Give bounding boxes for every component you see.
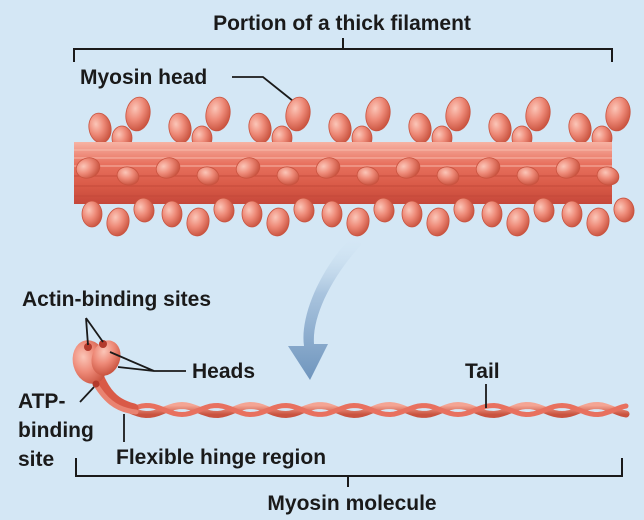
filament-head — [516, 166, 540, 186]
actin-binding-leader — [85, 317, 104, 346]
filament-head — [555, 157, 581, 179]
top-heads — [88, 96, 631, 151]
filament-head — [186, 207, 210, 237]
myosin-head-right — [91, 340, 121, 376]
filament-head — [81, 200, 103, 228]
hinge-neck — [95, 373, 139, 413]
filament-head — [568, 112, 592, 144]
filament-head — [475, 157, 501, 179]
filament-head — [315, 157, 341, 179]
atp-label-line2: binding — [18, 419, 94, 442]
filament-head — [285, 96, 311, 132]
filament-head — [613, 197, 635, 223]
title-bracket — [73, 38, 613, 62]
filament-head — [125, 96, 151, 132]
filament-head — [365, 96, 391, 132]
filament-head — [488, 112, 512, 144]
filament-head — [408, 112, 432, 144]
filament-head — [161, 200, 183, 228]
filament-head — [116, 166, 140, 186]
filament-head — [506, 207, 530, 237]
filament-head — [133, 197, 155, 223]
filament-head — [196, 166, 220, 186]
filament-head — [373, 197, 395, 223]
filament-head — [395, 157, 421, 179]
filament-head — [266, 207, 290, 237]
filament-head — [356, 166, 380, 186]
tail-label: Tail — [465, 360, 500, 383]
filament-head — [596, 166, 620, 186]
atp-leader — [79, 386, 95, 403]
filament-head — [241, 200, 263, 228]
filament-head — [586, 207, 610, 237]
heads-label: Heads — [192, 360, 255, 383]
molecule-bracket — [75, 458, 623, 487]
filament-head — [168, 112, 192, 144]
filament-head — [276, 166, 300, 186]
filament-head — [321, 200, 343, 228]
atp-binding-site-marker — [92, 380, 100, 388]
filament-head — [75, 157, 101, 179]
myosin-molecule-label: Myosin molecule — [267, 492, 436, 515]
filament-head — [235, 157, 261, 179]
filament-head — [453, 197, 475, 223]
filament-head — [346, 207, 370, 237]
filament-head — [605, 96, 631, 132]
filament-head — [561, 200, 583, 228]
figure-title: Portion of a thick filament — [213, 12, 471, 35]
filament-head — [401, 200, 423, 228]
filament-head — [328, 112, 352, 144]
atp-label-line3: site — [18, 448, 54, 471]
mid-heads — [75, 157, 620, 186]
myosin-molecule — [72, 340, 630, 419]
filament-head — [533, 197, 555, 223]
actin-binding-site-1 — [84, 343, 92, 351]
filament-head — [525, 96, 551, 132]
filament-head — [213, 197, 235, 223]
filament-head — [445, 96, 471, 132]
zoom-arrow — [288, 236, 362, 380]
filament-head — [248, 112, 272, 144]
myosin-head-leader — [232, 76, 299, 106]
filament-head — [205, 96, 231, 132]
atp-label-line1: ATP- — [18, 390, 65, 413]
filament-head — [106, 207, 130, 237]
filament-head — [436, 166, 460, 186]
actin-binding-sites-label: Actin-binding sites — [22, 288, 211, 311]
filament-head — [481, 200, 503, 228]
myosin-head-label: Myosin head — [80, 66, 207, 89]
filament-head — [88, 112, 112, 144]
heads-leader — [109, 351, 186, 372]
filament-head — [155, 157, 181, 179]
actin-binding-site-2 — [99, 340, 107, 348]
bottom-heads — [81, 197, 635, 237]
filament-head — [293, 197, 315, 223]
thick-filament — [74, 96, 635, 237]
flexible-hinge-label: Flexible hinge region — [116, 446, 326, 469]
tail-strand-b — [127, 402, 629, 418]
filament-head — [426, 207, 450, 237]
